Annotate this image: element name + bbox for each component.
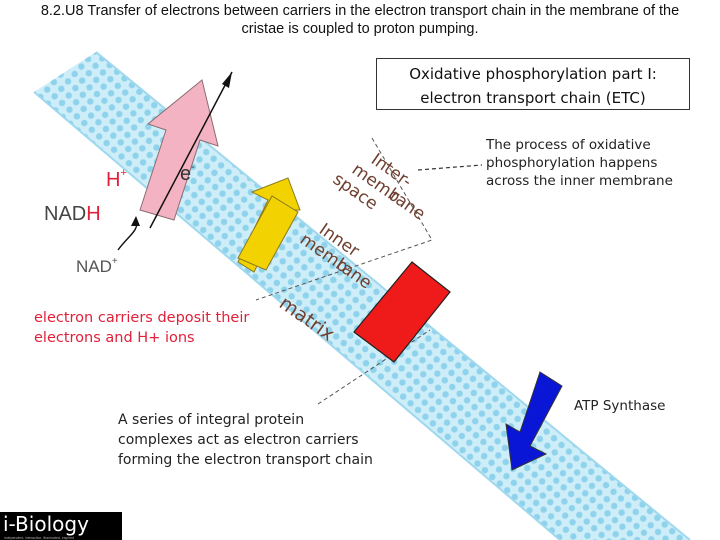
deposit-note: electron carriers deposit their electron… <box>34 308 264 348</box>
process-note-line: phosphorylation happens <box>486 155 658 171</box>
page-title: 8.2.U8 Transfer of electrons between car… <box>0 2 720 38</box>
process-note-line: The process of oxidative <box>486 137 651 153</box>
carriers-note-line: A series of integral protein <box>118 412 305 428</box>
svg-text:rane: rane <box>386 186 429 225</box>
deposit-note-line: electrons and H+ ions <box>34 330 195 346</box>
logo-name: i-Biology <box>3 512 89 536</box>
atp-synthase-label: ATP Synthase <box>574 398 666 414</box>
deposit-note-line: electron carriers deposit their <box>34 310 250 326</box>
nadh-label: NADH <box>44 203 101 225</box>
membrane-edge-bottom <box>33 91 561 540</box>
i-biology-logo: i-Biology independent, interactive, illu… <box>0 512 122 540</box>
nad-plus-label: NAD+ <box>76 256 118 276</box>
carriers-note-line: forming the electron transport chain <box>118 452 373 468</box>
carriers-note-line: complexes act as electron carriers <box>118 432 359 448</box>
electron-path-line <box>149 71 233 229</box>
process-note: The process of oxidative phosphorylation… <box>486 136 706 190</box>
logo-tagline: independent, interactive, illuminated, i… <box>4 536 75 540</box>
electron-label: e- <box>180 161 195 185</box>
complex-iv-block <box>353 261 451 363</box>
title-box-line-1: Oxidative phosphorylation part I: <box>409 65 657 83</box>
complex-iii-arrow-body <box>237 195 299 271</box>
leader-line-inner-membrane <box>417 164 483 171</box>
process-note-line: across the inner membrane <box>486 173 673 189</box>
title-line-2: cristae is coupled to proton pumping. <box>241 21 479 37</box>
title-line-1: 8.2.U8 Transfer of electrons between car… <box>40 3 680 19</box>
atp-synthase-arrow <box>505 371 563 471</box>
leader-line-carriers <box>317 329 431 405</box>
carriers-note: A series of integral protein complexes a… <box>118 410 408 470</box>
title-box-line-2: electron transport chain (ETC) <box>420 89 646 107</box>
electron-arrowhead <box>222 72 232 88</box>
title-box: Oxidative phosphorylation part I: electr… <box>376 58 690 110</box>
h-plus-label: H+ <box>106 167 127 191</box>
nad-curve-arrowhead <box>131 216 140 226</box>
